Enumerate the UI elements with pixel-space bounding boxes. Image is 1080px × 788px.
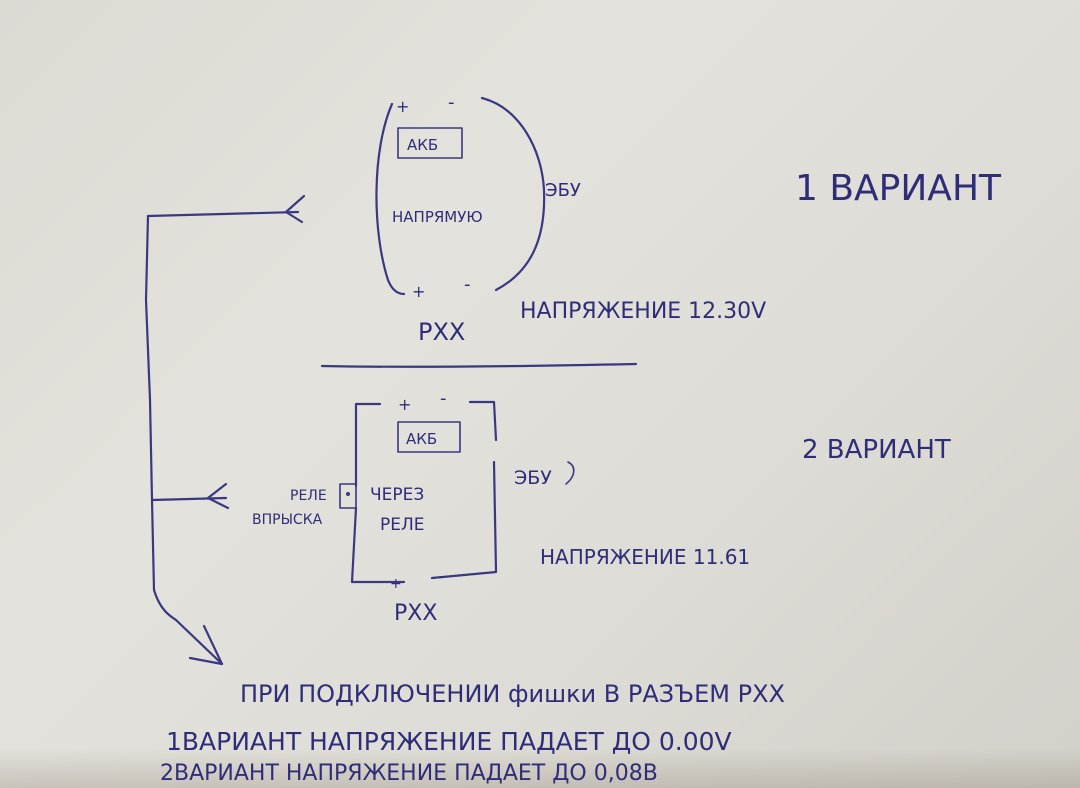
variant2-relay-label-1: РЕЛЕ (290, 488, 327, 504)
variant2-bracket-left (350, 402, 406, 584)
variant2-bracket-right (430, 400, 498, 580)
variant1-plus-top: + (396, 97, 409, 116)
arrow-to-variant1 (146, 210, 300, 218)
variant1-plus-bottom: + (412, 282, 425, 301)
variant2-battery-label: АКБ (406, 430, 437, 448)
notes-line2: 1ВАРИАНТ НАПРЯЖЕНИЕ ПАДАЕТ ДО 0.00V (166, 727, 732, 756)
variant1-voltage-text: НАПРЯЖЕНИЕ 12.30V (520, 299, 766, 324)
arrow-to-notes-head (188, 624, 224, 666)
variant2-plus-bottom: + (390, 576, 402, 592)
variant2-mode-label-1: ЧЕРЕЗ (370, 485, 424, 505)
left-bracket-arrows (144, 194, 306, 666)
variant2-minus-bottom: - (438, 566, 445, 587)
variant1-rxx-label: РХХ (418, 318, 465, 346)
variant-divider (320, 362, 638, 368)
bracket-vertical (144, 214, 156, 592)
paper-shadow (0, 748, 1080, 788)
arrow-to-variant2-head (206, 482, 230, 510)
variant2-ecu-tick (565, 461, 575, 485)
variant2-ecu-label: ЭБУ (514, 467, 552, 489)
variant1-battery-label: АКБ (407, 136, 438, 154)
arrow-to-variant2 (150, 496, 228, 502)
notes-line3: 2ВАРИАНТ НАПРЯЖЕНИЕ ПАДАЕТ ДО 0,08В (160, 761, 658, 786)
variant2-rxx-label: РХХ (394, 601, 437, 626)
variant2-voltage-text: НАПРЯЖЕНИЕ 11.61 (540, 545, 750, 569)
variant2-title: 2 ВАРИАНТ (802, 435, 951, 465)
variant1-ecu-label: ЭБУ (545, 180, 581, 201)
variant1-loop-left (375, 102, 406, 296)
variant2-minus-top: - (440, 388, 447, 409)
notes-line1: ПРИ ПОДКЛЮЧЕНИИ фишки В РАЗЪЕМ РХХ (240, 680, 785, 708)
variant1-minus-top: - (448, 92, 455, 113)
arrow-to-notes (152, 588, 224, 666)
variant2-plus-top: + (398, 395, 411, 414)
variant1-mode-label: НАПРЯМУЮ (392, 208, 483, 226)
arrow-to-variant1-head (284, 194, 306, 224)
variant2-mode-label-2: РЕЛЕ (380, 515, 425, 535)
variant2-battery-box (397, 421, 461, 453)
variant2-relay-box (339, 483, 357, 509)
variant1-battery-box (397, 127, 463, 159)
variant1-circuit (375, 96, 546, 296)
variant2-relay-label-2: ВПРЫСКА (252, 512, 323, 528)
variant1-title: 1 ВАРИАНТ (795, 168, 1002, 209)
variant1-loop-right (480, 96, 546, 292)
variant2-circuit (339, 400, 575, 584)
variant1-minus-bottom: - (464, 274, 471, 295)
variant2-relay-dot (346, 492, 350, 496)
